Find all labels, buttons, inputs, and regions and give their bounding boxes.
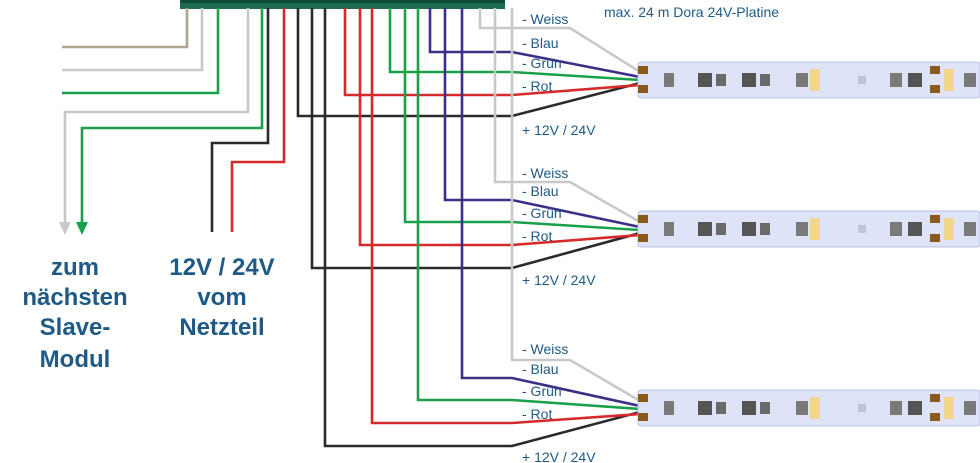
slave-wires	[62, 8, 264, 222]
wire-beige-slave	[62, 8, 189, 49]
strip-2-blau-label: - Blau	[522, 183, 559, 199]
arrow-grey-icon	[59, 222, 71, 235]
strip-1-wires	[296, 8, 641, 118]
strip-1-rot-label: - Rot	[522, 78, 552, 94]
wire-green-slave-down	[80, 8, 264, 222]
strip-2-wires	[310, 8, 641, 270]
strip-1-weiss-label: - Weiss	[522, 11, 568, 27]
slave-caption-line2: nächsten	[22, 284, 127, 311]
led-strip-2	[637, 210, 980, 248]
wire-grey-slave-down	[63, 8, 250, 222]
strip-3-plus-label: + 12V / 24V	[522, 449, 596, 463]
wire-grey-slave-top	[62, 8, 204, 72]
power-caption-line3: Netzteil	[179, 314, 264, 341]
strip-2-gruen-label: - Grün	[522, 205, 562, 221]
power-caption-line2: vom	[197, 284, 246, 311]
strip-3-gruen-label: - Grün	[522, 383, 562, 399]
strip-3-rot-label: - Rot	[522, 406, 552, 422]
strip-2-weiss-label: - Weiss	[522, 165, 568, 181]
wire-green-slave-top	[62, 8, 220, 95]
strip-3-wires	[323, 8, 641, 448]
led-strip-1	[637, 61, 980, 99]
led-strip-3	[637, 389, 980, 427]
strip-1-gruen-label: - Grün	[522, 55, 562, 71]
power-wires	[210, 8, 286, 232]
power-caption-line1: 12V / 24V	[169, 254, 274, 281]
slave-caption-line1: zum	[51, 254, 99, 281]
wire-black-power	[210, 8, 270, 232]
strip-2-rot-label: - Rot	[522, 228, 552, 244]
strip-2-plus-label: + 12V / 24V	[522, 272, 596, 288]
strip-3-blau-label: - Blau	[522, 361, 559, 377]
strip-1-blau-label: - Blau	[522, 35, 559, 51]
strip-3-weiss-label: - Weiss	[522, 341, 568, 357]
header-note: max. 24 m Dora 24V-Platine	[604, 4, 779, 20]
wire-red-power	[230, 8, 286, 232]
controller-board	[180, 0, 505, 9]
controller-board-trim	[180, 0, 505, 3]
strip-1-plus-label: + 12V / 24V	[522, 122, 596, 138]
arrow-green-icon	[76, 222, 88, 235]
slave-caption-line3: Slave-	[40, 314, 111, 341]
slave-caption-line4: Modul	[40, 346, 111, 373]
